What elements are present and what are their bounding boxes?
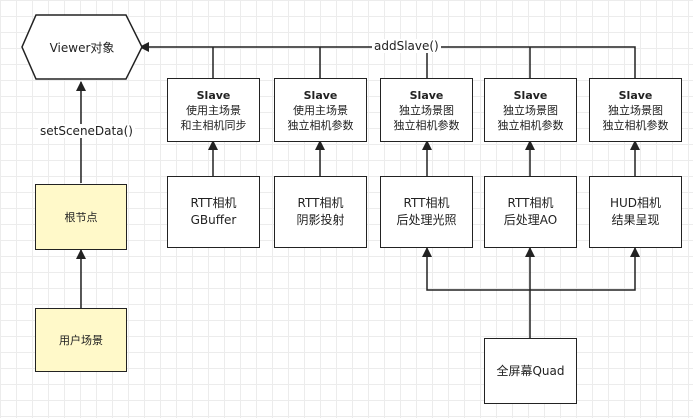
camera-line1: RTT相机 — [297, 196, 344, 210]
add-slave-bus — [139, 42, 636, 78]
camera-line2: 后处理AO — [503, 213, 558, 227]
slave-box-1: Slave 使用主场景 和主相机同步 — [167, 78, 260, 142]
slave-line2: 独立相机参数 — [287, 118, 354, 132]
camera-line2: 阴影投射 — [296, 213, 345, 227]
slave-line1: 独立场景图 — [608, 103, 663, 117]
user-scene-node: 用户场景 — [35, 308, 127, 372]
camera-box-1: RTT相机 GBuffer — [167, 176, 260, 248]
root-node-label: 根节点 — [64, 210, 98, 224]
slave-line2: 独立相机参数 — [497, 118, 564, 132]
camera-line1: RTT相机 — [507, 196, 554, 210]
user-scene-label: 用户场景 — [59, 333, 103, 347]
camera-box-2: RTT相机 阴影投射 — [274, 176, 367, 248]
slave-title: Slave — [409, 88, 444, 102]
slave-title: Slave — [303, 88, 338, 102]
camera-line2: GBuffer — [190, 213, 237, 227]
slave-line2: 独立相机参数 — [393, 118, 460, 132]
quad-label: 全屏幕Quad — [496, 363, 565, 378]
slave-title: Slave — [513, 88, 548, 102]
slave-line2: 独立相机参数 — [602, 118, 669, 132]
slave-line1: 独立场景图 — [399, 103, 454, 117]
slave-line1: 使用主场景 — [293, 103, 348, 117]
camera-line1: HUD相机 — [609, 196, 662, 210]
camera-line2: 后处理光照 — [396, 213, 457, 227]
set-scene-data-label: setSceneData() — [38, 124, 135, 138]
add-slave-label: addSlave() — [372, 39, 441, 53]
viewer-node — [21, 14, 143, 80]
slave-box-3: Slave 独立场景图 独立相机参数 — [380, 78, 473, 142]
slave-line2: 和主相机同步 — [180, 118, 247, 132]
slave-title: Slave — [196, 88, 231, 102]
slave-title: Slave — [618, 88, 653, 102]
camera-box-4: RTT相机 后处理AO — [484, 176, 577, 248]
camera-line2: 结果呈现 — [611, 213, 660, 227]
quad-bus — [422, 247, 531, 338]
camera-box-3: RTT相机 后处理光照 — [380, 176, 473, 248]
camera-line1: RTT相机 — [190, 196, 237, 210]
quad-node: 全屏幕Quad — [484, 338, 577, 404]
root-node: 根节点 — [35, 184, 127, 250]
slave-box-2: Slave 使用主场景 独立相机参数 — [274, 78, 367, 142]
camera-line1: RTT相机 — [403, 196, 450, 210]
slave-box-5: Slave 独立场景图 独立相机参数 — [589, 78, 682, 142]
viewer-label: Viewer对象 — [49, 40, 115, 55]
slave-line1: 独立场景图 — [503, 103, 558, 117]
camera-box-5: HUD相机 结果呈现 — [589, 176, 682, 248]
slave-line1: 使用主场景 — [186, 103, 241, 117]
slave-box-4: Slave 独立场景图 独立相机参数 — [484, 78, 577, 142]
